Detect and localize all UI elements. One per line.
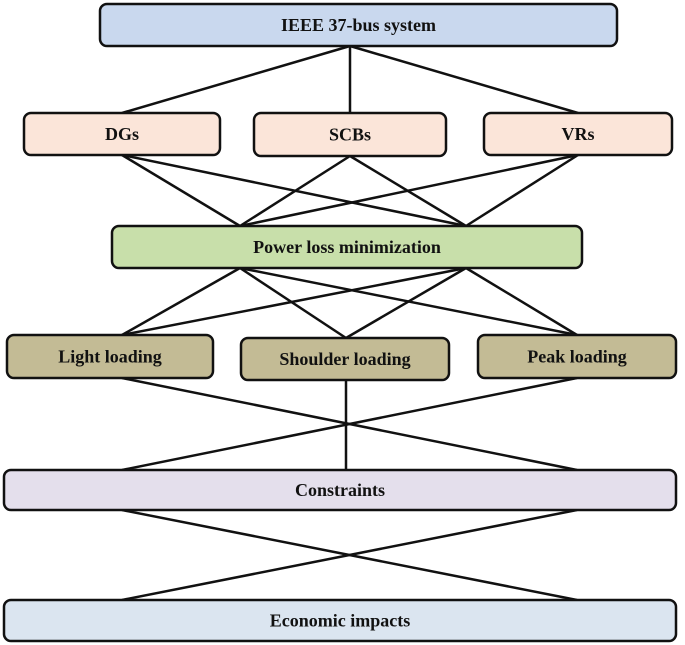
node-vrs: VRs	[482, 111, 674, 157]
node-scbs-box	[252, 111, 448, 158]
node-dgs-label: DGs	[105, 124, 139, 144]
edge-peak-constraints	[121, 376, 578, 472]
edge-plm-light-b	[121, 266, 467, 337]
edge-constraints-economic-b	[121, 508, 578, 602]
node-ieee-37-bus-system: IEEE 37-bus system	[98, 2, 619, 48]
edge-plm-shoulder-b	[345, 266, 467, 340]
edge-plm-light-a	[121, 266, 241, 337]
node-constraints: Constraints	[2, 468, 678, 512]
node-dgs: DGs	[22, 111, 222, 157]
edge-vrs-plm-b	[465, 153, 579, 228]
node-economic-box	[2, 598, 678, 643]
node-shoulder-loading: Shoulder loading	[239, 336, 451, 382]
node-light-label: Light loading	[58, 347, 162, 367]
edge-plm-shoulder-a	[239, 266, 347, 340]
node-constraints-label: Constraints	[295, 480, 385, 500]
node-plm-box	[110, 224, 584, 270]
node-vrs-label: VRs	[561, 124, 594, 144]
node-shoulder-label: Shoulder loading	[279, 349, 410, 369]
node-light-box	[5, 333, 215, 380]
edge-ieee-dgs	[121, 44, 351, 115]
node-peak-label: Peak loading	[527, 347, 627, 367]
node-scbs: SCBs	[252, 111, 448, 158]
edge-plm-peak-a	[239, 266, 578, 337]
node-power-loss-minimization: Power loss minimization	[110, 224, 584, 270]
node-economic-label: Economic impacts	[270, 611, 410, 631]
node-peak-box	[476, 333, 678, 380]
node-constraints-box	[2, 468, 678, 512]
node-light-loading: Light loading	[5, 333, 215, 380]
node-vrs-box	[482, 111, 674, 157]
connector-lines	[121, 44, 579, 602]
node-ieee-box	[98, 2, 619, 48]
edge-vrs-plm-a	[239, 153, 579, 228]
node-scbs-label: SCBs	[329, 125, 371, 145]
edge-dgs-plm-a	[121, 153, 241, 228]
edge-plm-peak-b	[465, 266, 578, 337]
node-plm-label: Power loss minimization	[253, 237, 441, 257]
edge-ieee-vrs	[349, 44, 579, 115]
edge-scbs-plm-a	[239, 154, 351, 228]
node-ieee-label: IEEE 37-bus system	[281, 15, 436, 35]
node-economic-impacts: Economic impacts	[2, 598, 678, 643]
node-shoulder-box	[239, 336, 451, 382]
node-peak-loading: Peak loading	[476, 333, 678, 380]
node-dgs-box	[22, 111, 222, 157]
